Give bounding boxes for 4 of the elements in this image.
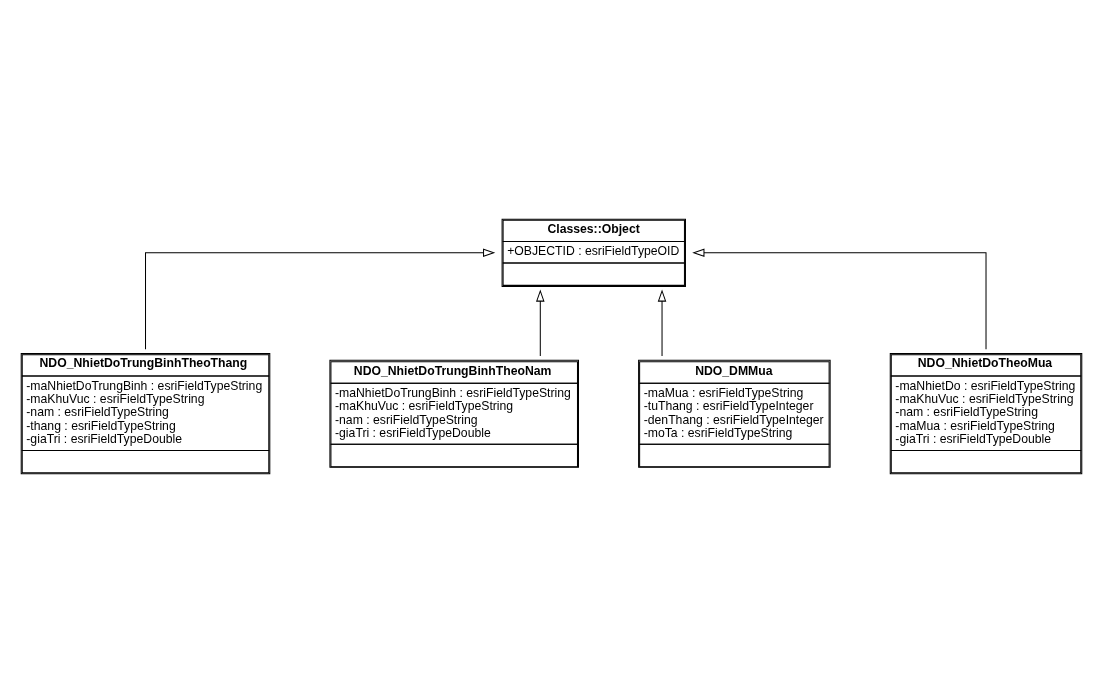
arrow	[145, 248, 496, 350]
arrow	[692, 248, 987, 350]
arrow	[657, 289, 667, 357]
arrow	[536, 289, 545, 357]
